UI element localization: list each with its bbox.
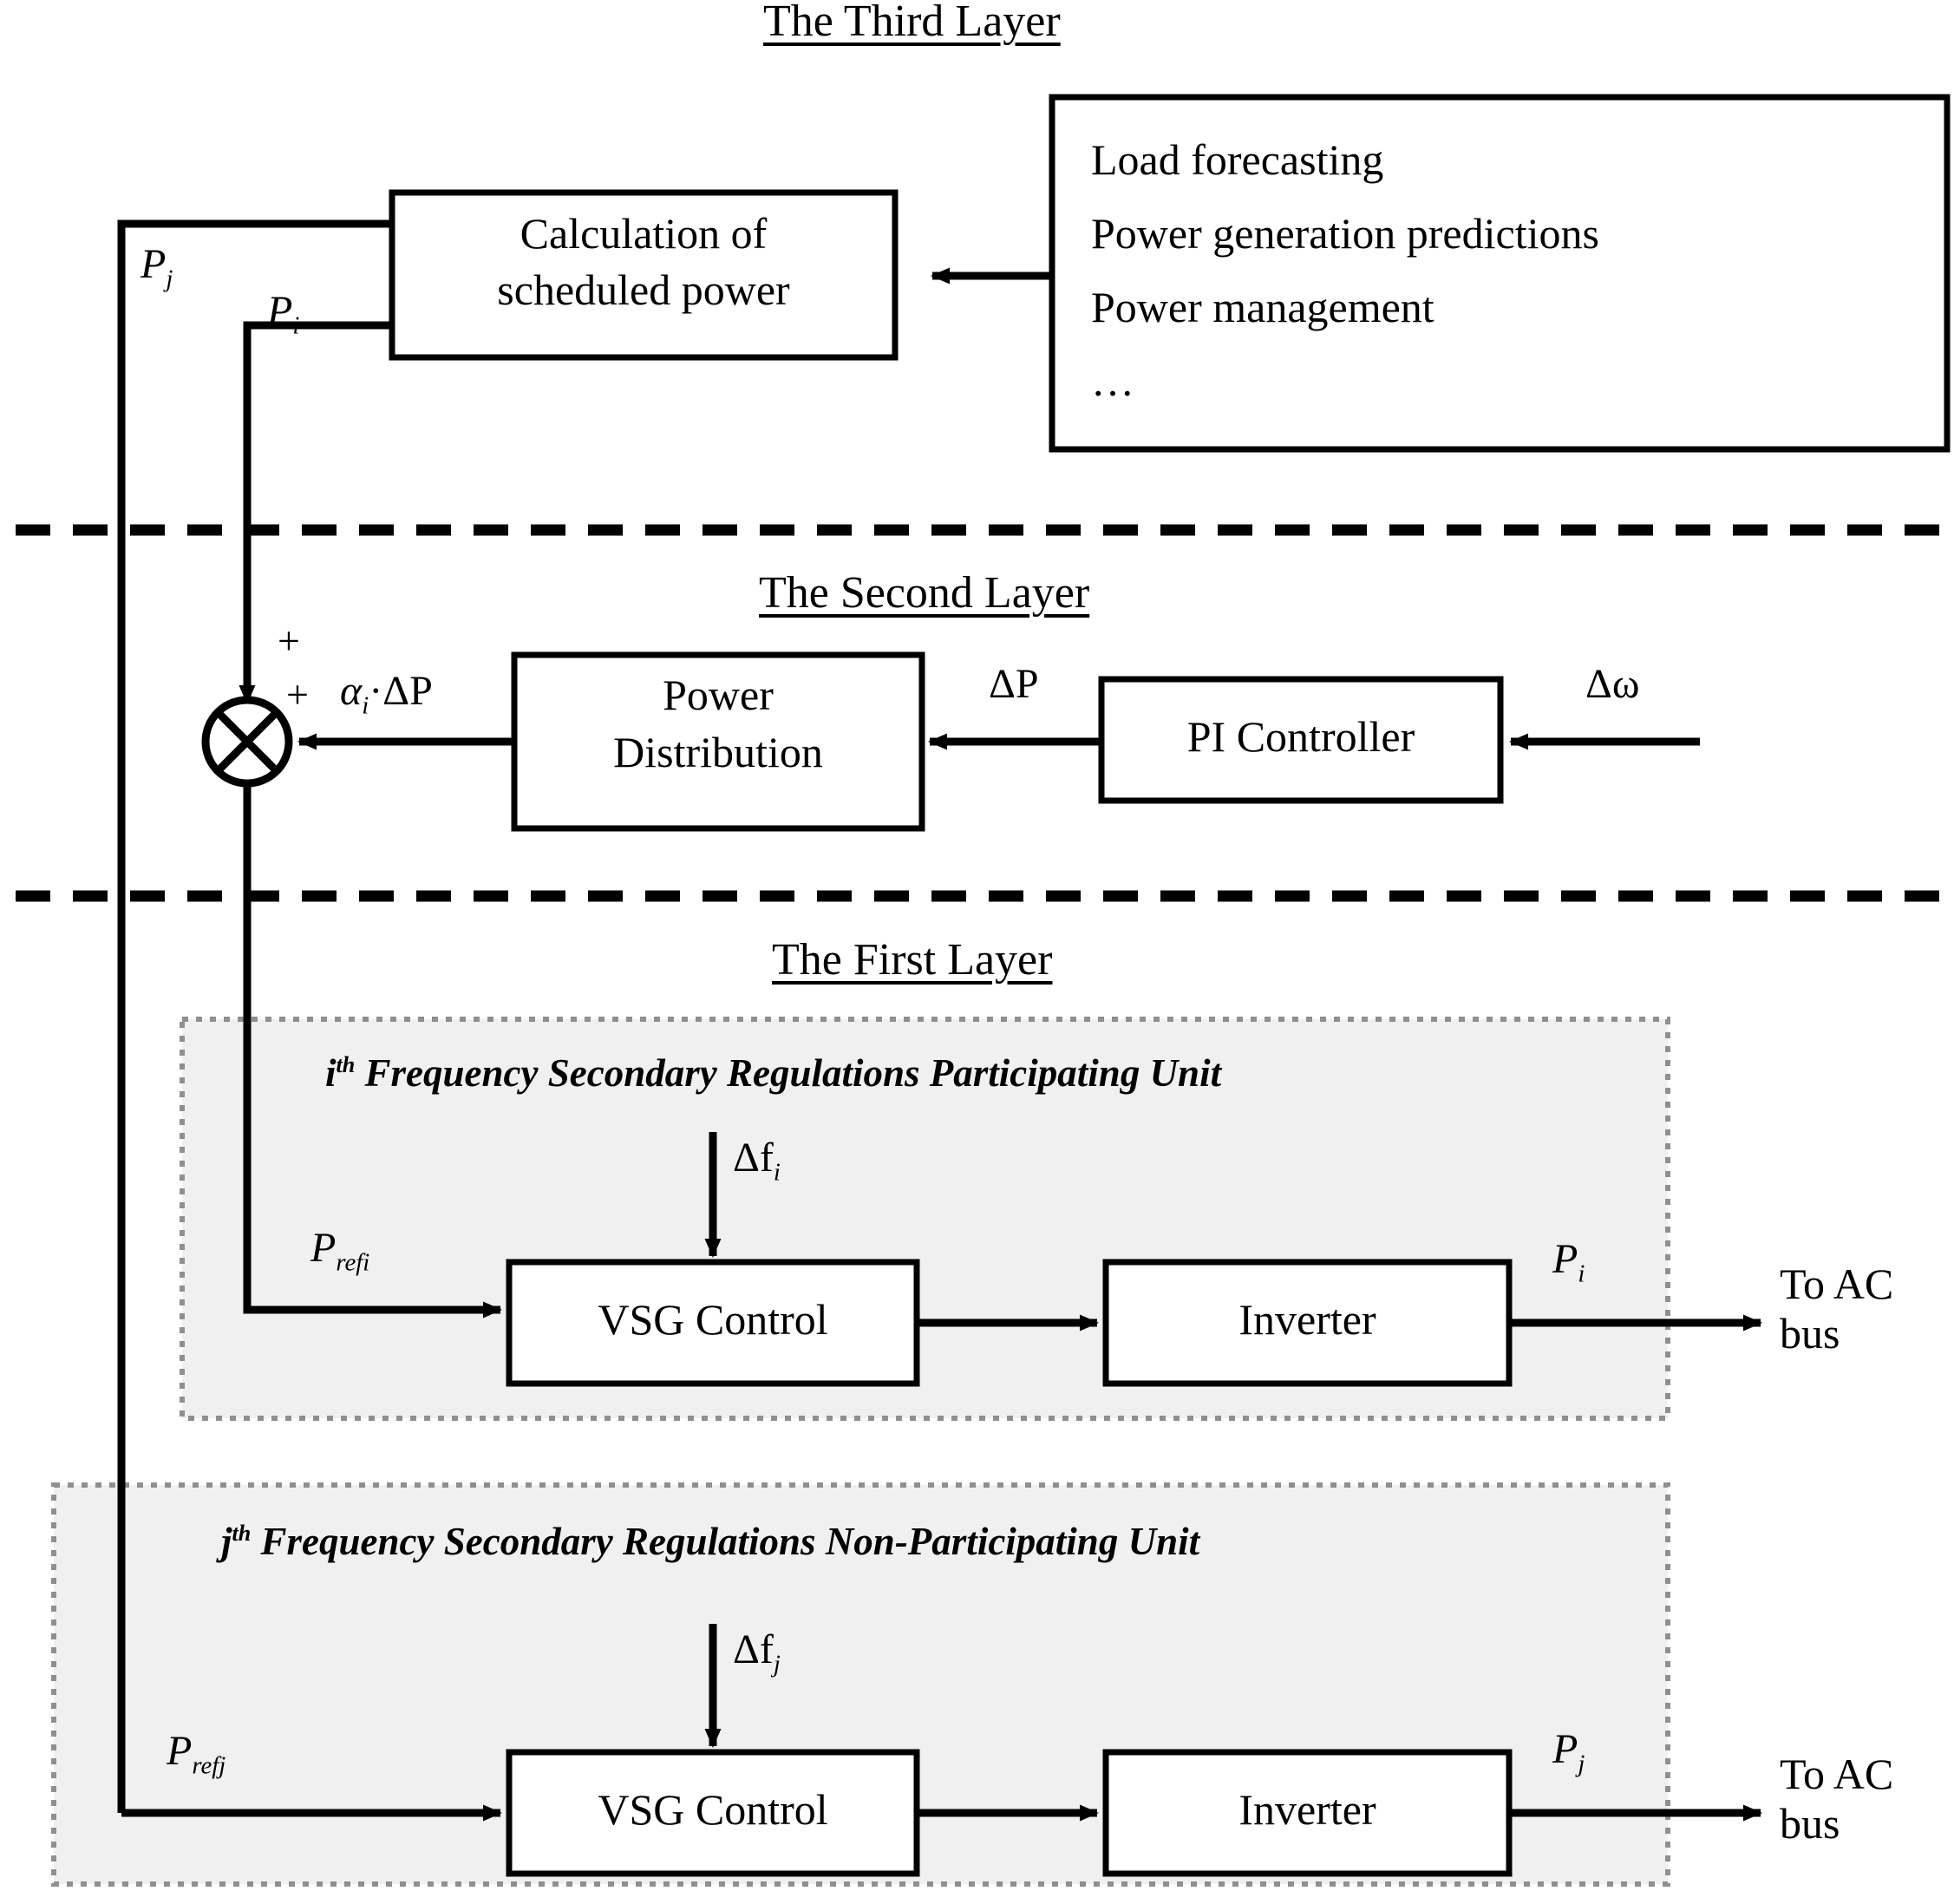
calc-block-line1: Calculation of: [520, 209, 768, 258]
signal-alpha-tail: ·ΔP: [369, 668, 433, 714]
wire-pj-feedback: [117, 219, 392, 1813]
signal-pi-out-symbol: P: [1552, 1236, 1578, 1282]
unit-i-index-sup: th: [336, 1052, 356, 1077]
signal-prefj-symbol: P: [167, 1728, 193, 1774]
to-ac-bus-i-line2: bus: [1780, 1309, 1840, 1358]
signal-pi-out-subscript: i: [1578, 1260, 1585, 1288]
vsg-control-i-label: VSG Control: [598, 1295, 828, 1344]
inverter-j-box: [1102, 1749, 1513, 1877]
inverter-j-label: Inverter: [1238, 1785, 1376, 1834]
layer-title-third: The Third Layer: [763, 0, 1061, 46]
unit-j-index-sup: th: [232, 1521, 252, 1546]
info-item-power-generation-predictions: Power generation predictions: [1091, 209, 1599, 258]
unit-i-title: ith Frequency Secondary Regulations Part…: [325, 1051, 1221, 1095]
signal-delta-fj-subscript: j: [773, 1650, 781, 1678]
inverter-i-box: [1102, 1259, 1513, 1387]
summing-junction-cross-b: [214, 709, 280, 775]
to-ac-bus-j-line2: bus: [1780, 1799, 1840, 1848]
unit-j-title: jth Frequency Secondary Regulations Non-…: [221, 1520, 1199, 1563]
calc-block-line2: scheduled power: [497, 265, 790, 314]
inverter-i-label: Inverter: [1238, 1295, 1376, 1344]
layer-title-second: The Second Layer: [759, 568, 1090, 618]
signal-delta-fj-symbol: Δf: [733, 1626, 774, 1672]
signal-delta-fj-label: Δfj: [733, 1626, 781, 1678]
signal-pi-subscript: i: [292, 311, 300, 340]
signal-pi-out-label: Pi: [1552, 1236, 1585, 1288]
vsg-control-j-box: [506, 1749, 920, 1877]
signal-pi-symbol: P: [267, 288, 293, 334]
unit-i-index: i: [325, 1051, 337, 1095]
to-ac-bus-j-line1: To AC: [1780, 1750, 1894, 1798]
signal-pj-subscript: j: [166, 265, 173, 293]
signal-pj-out-subscript: j: [1578, 1750, 1585, 1778]
info-item-power-management: Power management: [1091, 283, 1434, 331]
unit-i-title-rest: Frequency Secondary Regulations Particip…: [355, 1051, 1222, 1095]
unit-j-index: j: [221, 1520, 232, 1563]
info-block-box: [1049, 94, 1951, 453]
signal-delta-fi-label: Δfi: [733, 1135, 781, 1187]
signal-prefi-symbol: P: [310, 1225, 337, 1271]
sum-plus-top: +: [278, 618, 300, 663]
signal-prefi-subscript: refi: [336, 1248, 370, 1277]
signal-alpha-dp-label: αi·ΔP: [340, 668, 433, 720]
signal-delta-fi-subscript: i: [773, 1158, 781, 1187]
signal-prefj-subscript: refj: [192, 1751, 226, 1780]
to-ac-bus-i-line1: To AC: [1780, 1260, 1894, 1308]
pi-controller-box: [1098, 676, 1504, 804]
signal-prefi-label: Prefi: [310, 1225, 369, 1277]
signal-pj-out-symbol: P: [1552, 1726, 1578, 1772]
signal-pj-symbol: P: [141, 241, 167, 287]
signal-pi-label: Pi: [267, 288, 299, 340]
signal-delta-p-label: ΔP: [989, 661, 1039, 707]
layer-title-first: The First Layer: [772, 935, 1053, 985]
to-ac-bus-i-label: To AC bus: [1780, 1260, 1893, 1358]
unit-j-title-rest: Frequency Secondary Regulations Non-Part…: [251, 1520, 1200, 1563]
vsg-control-j-label: VSG Control: [598, 1785, 828, 1834]
signal-prefj-label: Prefj: [167, 1728, 225, 1780]
sum-plus-right: +: [286, 672, 309, 716]
signal-delta-fi-symbol: Δf: [733, 1135, 774, 1181]
signal-pj-label: Pj: [141, 241, 173, 293]
signal-alpha-subscript: i: [362, 691, 369, 720]
signal-alpha-symbol: α: [340, 668, 363, 714]
to-ac-bus-j-label: To AC bus: [1780, 1750, 1893, 1848]
power-distribution-line2: Distribution: [613, 728, 823, 776]
info-item-load-forecasting: Load forecasting: [1091, 135, 1384, 184]
pi-controller-label: PI Controller: [1186, 712, 1415, 761]
calc-block-box: [389, 189, 899, 361]
power-distribution-line1: Power: [663, 671, 774, 719]
signal-delta-omega-label: Δω: [1585, 661, 1640, 707]
info-item-ellipsis: …: [1091, 357, 1134, 405]
signal-pj-out-label: Pj: [1552, 1726, 1585, 1778]
